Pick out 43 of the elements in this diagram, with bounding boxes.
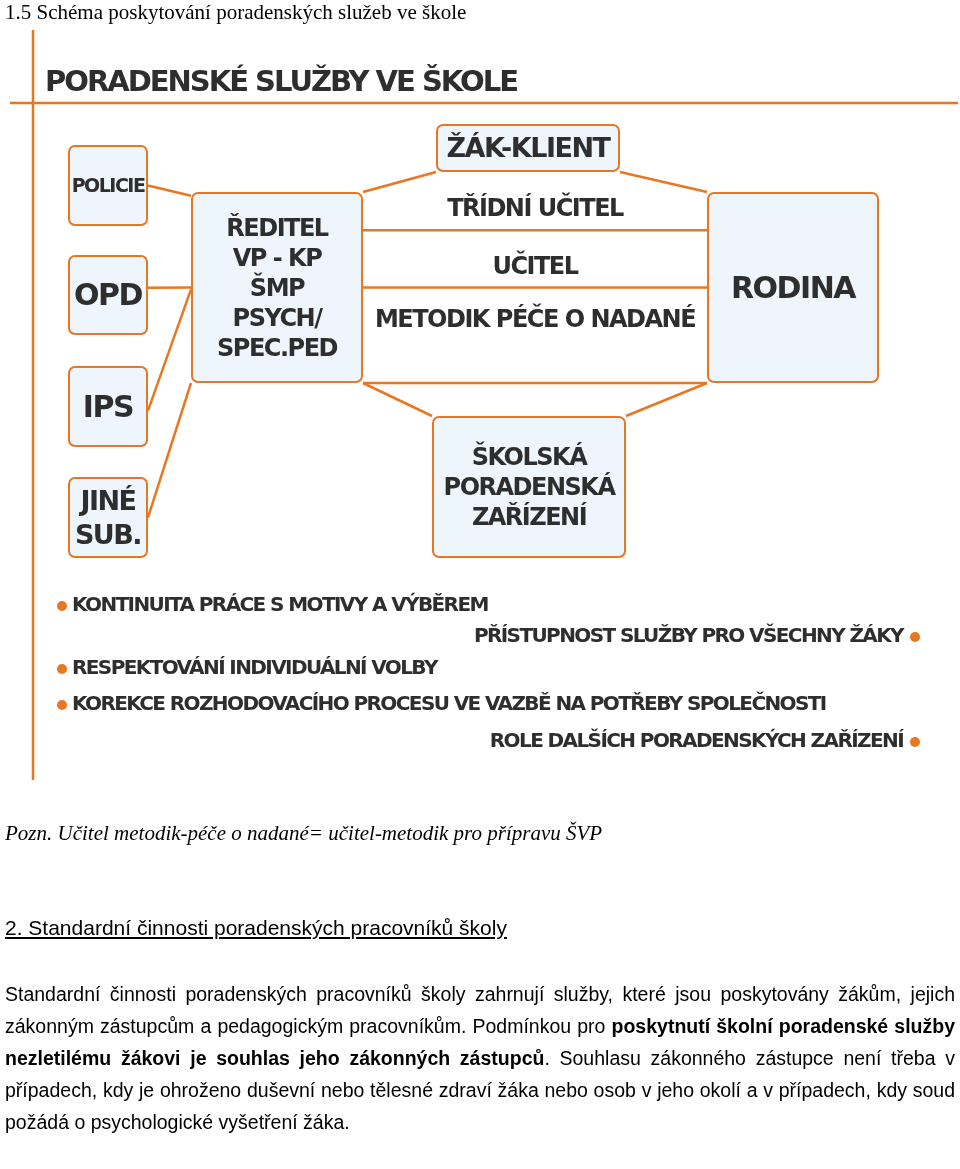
node-box	[707, 192, 879, 383]
connector-line	[363, 228, 707, 232]
role-label: TŘÍDNÍ UČITEL	[446, 194, 625, 222]
connector-line	[362, 170, 437, 194]
node-label: ŠMP	[249, 272, 305, 303]
principle-text: RESPEKTOVÁNÍ INDIVIDUÁLNÍ VOLBY	[72, 655, 437, 679]
page-heading: 1.5 Schéma poskytování poradenských služeb ve škole	[5, 0, 467, 25]
node-label: PSYCH/ SPEC.PED	[216, 302, 338, 363]
connector-line	[619, 170, 708, 194]
connector-line	[147, 184, 192, 198]
node-label: POLICIE	[71, 173, 145, 198]
connector-line	[363, 286, 707, 289]
principle-text: ROLE DALŠÍCH PORADENSKÝCH ZAŘÍZENÍ	[489, 728, 903, 752]
node-box	[432, 416, 626, 558]
node-box	[68, 145, 148, 226]
connector-line	[146, 289, 193, 411]
node-label: OPD	[74, 276, 142, 314]
node-label: RODINA	[731, 268, 855, 307]
body-paragraph: Standardní činnosti poradenských pracovníků školy zahrnují služby, které jsou poskytovány žákům, jejich zákonným zástupcům a pedagogickým pracovníkům. Podmínkou pro poskytnutí školní poradenské služby nezletilému žákovi je souhlas jeho zákonných zástupců. Souhlasu zákonného zástupce není třeba v případech, kdy je ohroženo duševní nebo tělesné zdraví žáka nebo osob v jeho okolí a v případech, kdy soud požádá o psychologické vyšetření žáka.	[5, 982, 955, 1135]
connector-line	[362, 381, 433, 418]
node-label: JINÉ SUB.	[73, 483, 143, 552]
node-box	[191, 192, 363, 383]
role-label: UČITEL	[491, 252, 580, 280]
connector-line	[148, 286, 191, 290]
node-box	[68, 477, 148, 558]
node-box	[436, 124, 620, 172]
role-label: METODIK PÉČE O NADANÉ	[373, 305, 697, 333]
node-label: VP - KP	[232, 242, 322, 272]
principle-text: KONTINUITA PRÁCE S MOTIVY A VÝBĚREM	[72, 592, 488, 616]
node-label: ŘEDITEL	[226, 212, 328, 243]
node-box	[68, 366, 148, 447]
section-heading: 2. Standardní činnosti poradenských pracovníků školy	[5, 916, 507, 940]
principle-text: PŘÍSTUPNOST SLUŽBY PRO VŠECHNY ŽÁKY	[473, 623, 903, 647]
node-label: ŽÁK-KLIENT	[446, 131, 610, 165]
connector-line	[146, 382, 193, 518]
connector-line	[625, 381, 708, 418]
connector-line	[363, 381, 707, 385]
principle-text: KOREKCE ROZHODOVACÍHO PROCESU VE VAZBĚ NA POTŘEBY SPOLEČNOSTI	[72, 691, 826, 715]
note-text: Pozn. Učitel metodik-péče o nadané= učitel-metodik pro přípravu ŠVP	[5, 821, 603, 846]
node-label: IPS	[82, 387, 134, 426]
diagram-title: PORADENSKÉ SLUŽBY VE ŠKOLE	[45, 64, 517, 98]
node-label: ŠKOLSKÁ PORADENSKÁ ZAŘÍZENÍ	[442, 442, 616, 532]
node-box	[68, 255, 148, 335]
